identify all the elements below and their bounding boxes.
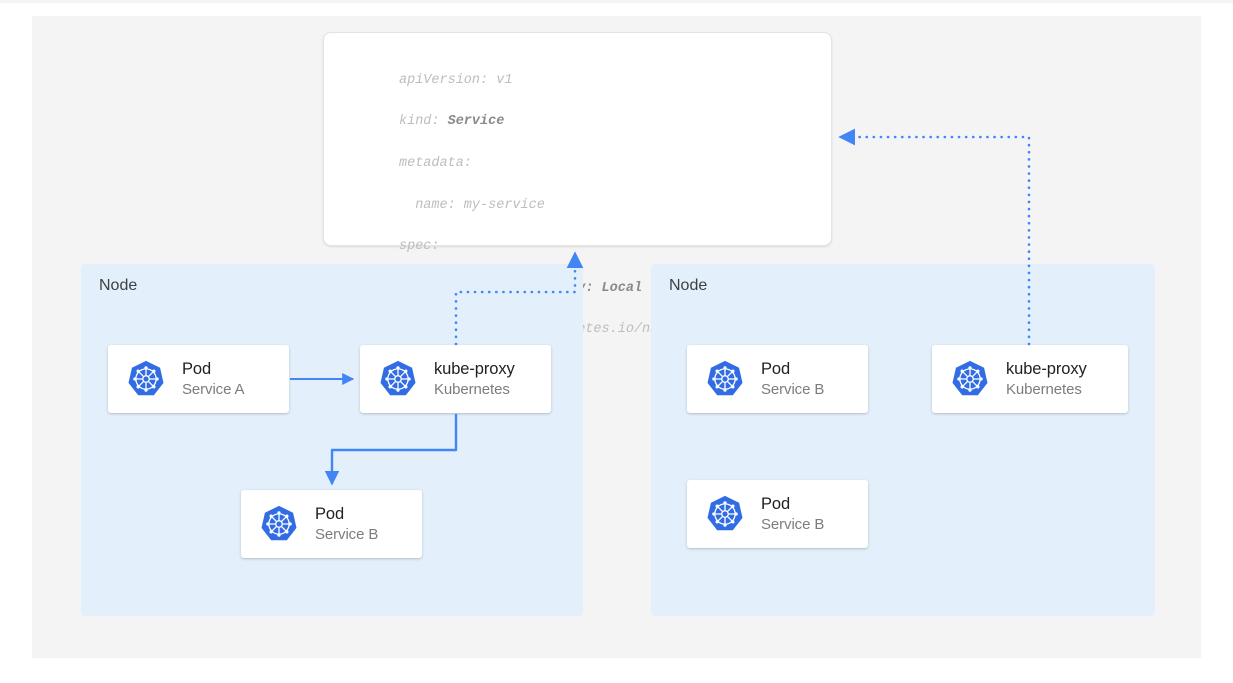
card-pod-service-b-right-bottom[interactable]: Pod Service B	[687, 480, 868, 548]
yaml-line-kind: kind: Service	[399, 112, 731, 133]
card-text: Pod Service B	[761, 359, 824, 399]
card-subtitle: Kubernetes	[434, 380, 510, 398]
card-pod-service-a[interactable]: Pod Service A	[108, 345, 289, 413]
card-subtitle: Service B	[761, 380, 825, 398]
card-text: Pod Service B	[761, 494, 824, 534]
card-text: kube-proxy Kubernetes	[1006, 359, 1087, 399]
card-title: kube-proxy	[434, 359, 515, 378]
yaml-line-apiversion: apiVersion: v1	[399, 72, 513, 88]
card-subtitle: Kubernetes	[1006, 380, 1082, 398]
node-label-right: Node	[669, 277, 708, 294]
kubernetes-icon	[707, 360, 743, 396]
service-manifest-card: apiVersion: v1 kind: Service metadata: n…	[323, 32, 832, 504]
yaml-line-name: name: my-service	[399, 197, 545, 213]
yaml-line-metadata: metadata:	[399, 155, 472, 171]
card-title: kube-proxy	[1006, 359, 1087, 378]
card-title: Pod	[182, 359, 212, 378]
card-title: Pod	[761, 359, 791, 378]
yaml-kind-key: kind:	[399, 114, 448, 130]
top-strip	[0, 0, 1233, 3]
card-text: Pod Service A	[182, 359, 245, 399]
card-text: kube-proxy Kubernetes	[434, 359, 515, 399]
card-kube-proxy-left[interactable]: kube-proxy Kubernetes	[360, 345, 551, 413]
yaml-kind-value: Service	[447, 114, 505, 130]
card-title: Pod	[315, 504, 345, 523]
node-container-left: Node	[81, 264, 583, 616]
card-subtitle: Service B	[315, 525, 379, 543]
node-label-left: Node	[99, 277, 138, 294]
node-container-right: Node	[651, 264, 1155, 616]
kubernetes-icon	[380, 360, 416, 396]
card-subtitle: Service B	[761, 515, 825, 533]
card-pod-service-b-left[interactable]: Pod Service B	[241, 490, 422, 558]
card-subtitle: Service A	[182, 380, 245, 398]
kubernetes-icon	[707, 495, 743, 531]
kubernetes-icon	[261, 505, 297, 541]
kubernetes-icon	[128, 360, 164, 396]
card-pod-service-b-right-top[interactable]: Pod Service B	[687, 345, 868, 413]
yaml-line-spec: spec:	[399, 239, 440, 255]
kubernetes-icon	[952, 360, 988, 396]
card-kube-proxy-right[interactable]: kube-proxy Kubernetes	[932, 345, 1128, 413]
card-title: Pod	[761, 494, 791, 513]
card-text: Pod Service B	[315, 504, 378, 544]
